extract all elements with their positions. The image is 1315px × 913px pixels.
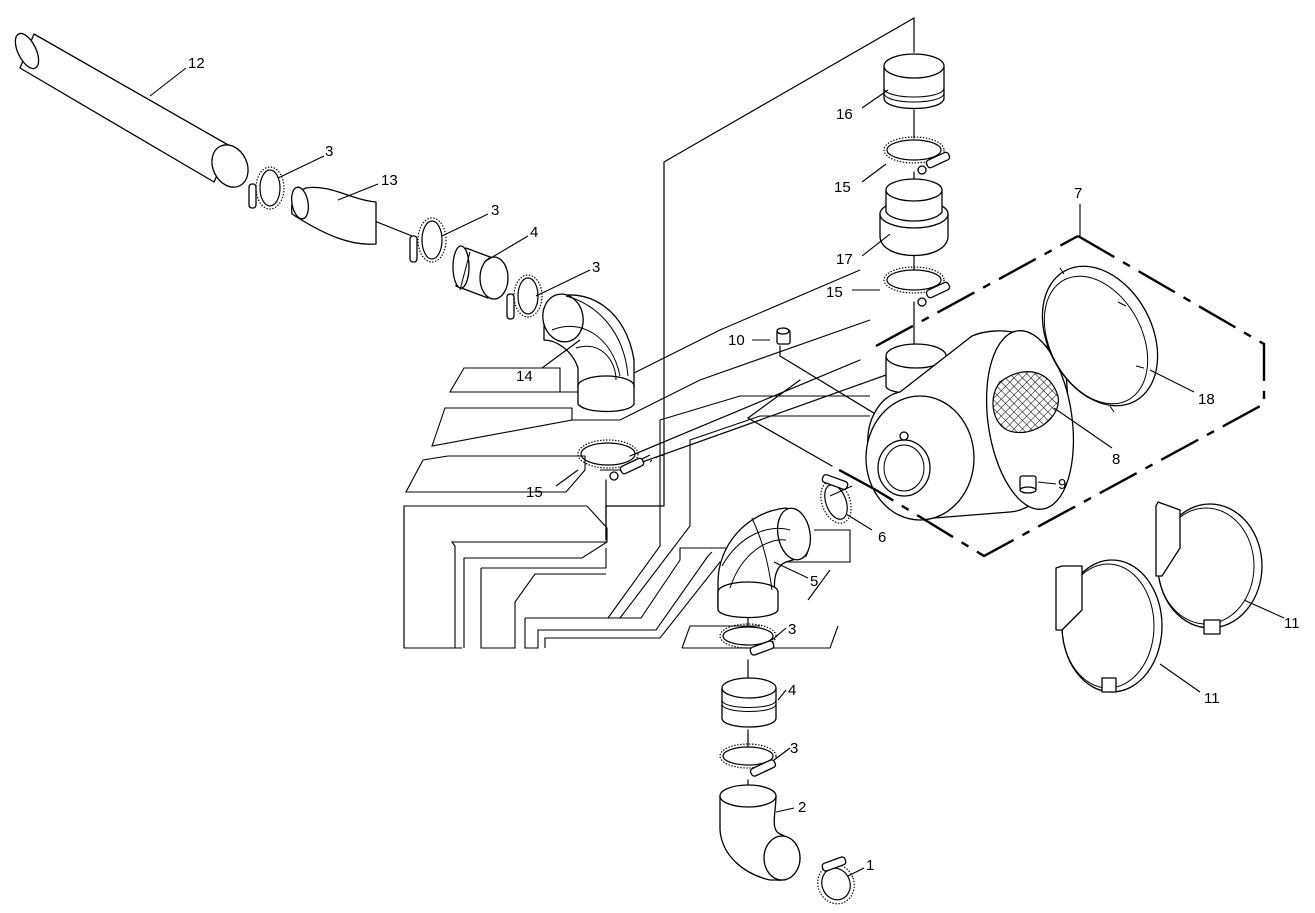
callout-3-b: 3 bbox=[491, 202, 499, 219]
hose-clamp-15-upper bbox=[883, 136, 951, 175]
callout-13: 13 bbox=[381, 172, 398, 189]
rubber-elbow-13 bbox=[290, 186, 377, 245]
callout-6: 6 bbox=[878, 529, 886, 546]
hose-clamp-6 bbox=[820, 473, 852, 524]
hose-coupling-4-lower bbox=[721, 677, 777, 728]
callout-11-a: 11 bbox=[1284, 615, 1300, 632]
callout-18: 18 bbox=[1198, 391, 1215, 408]
callout-3-a: 3 bbox=[325, 143, 333, 160]
fitting-9 bbox=[1019, 475, 1037, 494]
callout-10: 10 bbox=[728, 332, 745, 349]
callout-14: 14 bbox=[516, 368, 533, 385]
hose-clamp-15-middle bbox=[883, 266, 951, 307]
elbow-with-guard-14 bbox=[542, 293, 635, 413]
hose-clamp-3-b bbox=[409, 217, 447, 263]
hose-clamp-1 bbox=[817, 856, 855, 905]
air-cleaner-7 bbox=[865, 330, 1075, 521]
mounting-band-11-rear bbox=[1155, 501, 1263, 635]
callout-7: 7 bbox=[1074, 185, 1082, 202]
leader-lines bbox=[149, 67, 1285, 877]
callout-16: 16 bbox=[836, 106, 853, 123]
elbow-with-guard-5 bbox=[717, 507, 812, 619]
mounting-band-11-front bbox=[1055, 559, 1163, 693]
hose-clamp-3-d bbox=[719, 623, 777, 656]
callout-labels: 12 3 13 3 4 3 14 15 16 15 17 15 7 10 18 … bbox=[188, 55, 1300, 874]
rain-cap-16 bbox=[883, 53, 945, 110]
fitting-10 bbox=[776, 327, 791, 345]
callout-9: 9 bbox=[1058, 476, 1066, 493]
callout-3-c: 3 bbox=[592, 259, 600, 276]
intake-tube-12 bbox=[14, 32, 249, 188]
routing-lines bbox=[371, 17, 915, 787]
callout-3-d: 3 bbox=[788, 621, 796, 638]
hose-coupling-4-upper bbox=[452, 245, 509, 300]
callout-17: 17 bbox=[836, 251, 853, 268]
hose-clamp-3-a bbox=[248, 166, 285, 210]
hose-clamp-15-lower-left bbox=[577, 439, 645, 481]
callout-15-b: 15 bbox=[834, 179, 851, 196]
adapter-17 bbox=[879, 178, 949, 256]
callout-11-b: 11 bbox=[1204, 690, 1220, 707]
callout-4-a: 4 bbox=[530, 224, 538, 241]
hose-clamp-3-e bbox=[719, 743, 777, 777]
bottom-elbow-2 bbox=[719, 784, 801, 881]
callout-8: 8 bbox=[1112, 451, 1120, 468]
callout-5: 5 bbox=[810, 573, 818, 590]
callout-15-a: 15 bbox=[526, 484, 543, 501]
callout-3-e: 3 bbox=[790, 740, 798, 757]
callout-1: 1 bbox=[866, 857, 874, 874]
end-cover-18 bbox=[1041, 265, 1159, 413]
callout-15-c: 15 bbox=[826, 284, 843, 301]
hose-clamp-3-c bbox=[506, 274, 543, 320]
assembly-7-boundary bbox=[831, 234, 1266, 558]
callout-4-b: 4 bbox=[788, 682, 796, 699]
callout-12: 12 bbox=[188, 55, 205, 72]
callout-2: 2 bbox=[798, 799, 806, 816]
